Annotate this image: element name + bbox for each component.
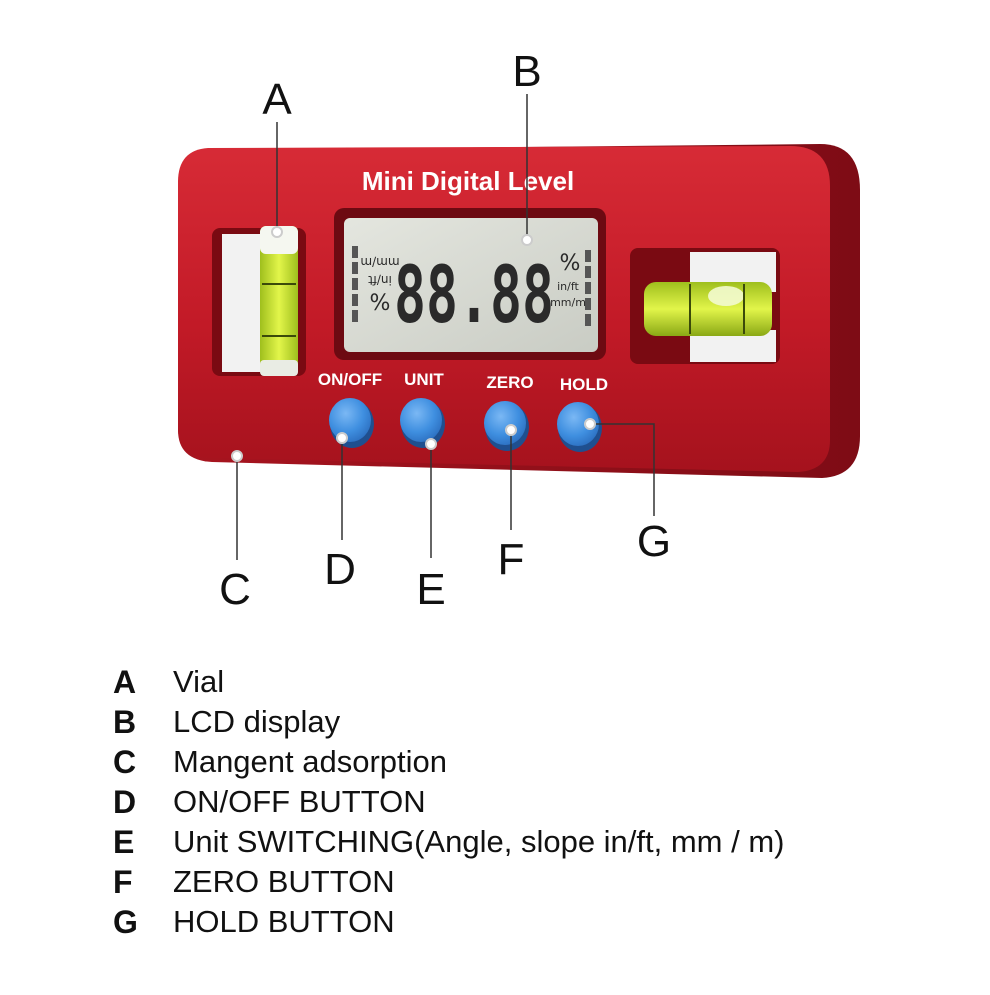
legend-key: G — [113, 903, 138, 940]
legend: A Vial B LCD display C Mangent adsorptio… — [113, 662, 933, 942]
legend-text: Unit SWITCHING(Angle, slope in/ft, mm / … — [173, 824, 785, 859]
lcd-unit-mmm: mm/m — [550, 296, 586, 309]
legend-key: F — [113, 863, 133, 900]
callout-dot-b — [521, 234, 533, 246]
vertical-vial-tube — [260, 226, 298, 376]
horizontal-vial-tube — [644, 282, 772, 336]
callout-lines — [236, 94, 655, 560]
legend-key: A — [113, 663, 137, 700]
lcd-screen — [344, 218, 598, 352]
callout-dot-g — [584, 418, 596, 430]
callout-letter-f: F — [498, 535, 525, 584]
button-label-hold: HOLD — [560, 375, 608, 394]
lcd-digits: 88.88 — [394, 251, 554, 341]
product-title: Mini Digital Level — [362, 166, 574, 196]
vertical-vial — [212, 226, 306, 376]
legend-key: D — [113, 783, 137, 820]
legend-key: E — [113, 823, 135, 860]
lcd-display: mm/m in/ft % 88.88 % in/ft mm/m — [334, 208, 606, 360]
callout-dots — [231, 226, 596, 462]
vertical-vial-cap-bottom — [260, 360, 298, 376]
legend-text: Vial — [173, 664, 225, 699]
unit-button[interactable] — [400, 398, 445, 448]
legend-item: B LCD display — [113, 702, 933, 742]
vertical-vial-cap-top — [260, 226, 298, 254]
callout-letter-g: G — [637, 517, 671, 566]
horizontal-vial-bubble — [708, 286, 744, 306]
legend-key: C — [113, 743, 137, 780]
callout-letter-d: D — [324, 545, 356, 594]
lcd-left-unit-bottom: % — [370, 291, 391, 316]
callout-dot-f — [505, 424, 517, 436]
legend-item: D ON/OFF BUTTON — [113, 782, 933, 822]
vertical-vial-window — [222, 234, 262, 372]
hold-button[interactable] — [557, 402, 602, 452]
button-label-onoff: ON/OFF — [318, 370, 382, 389]
legend-text: ON/OFF BUTTON — [173, 784, 426, 819]
legend-text: ZERO BUTTON — [173, 864, 395, 899]
legend-item: F ZERO BUTTON — [113, 862, 933, 902]
lcd-left-unit-top: mm/m — [360, 255, 399, 269]
legend-item: A Vial — [113, 662, 933, 702]
legend-text: HOLD BUTTON — [173, 904, 395, 939]
button-label-zero: ZERO — [486, 373, 533, 392]
button-label-unit: UNIT — [404, 370, 444, 389]
callout-letter-c: C — [219, 565, 251, 614]
lcd-left-unit-mid: in/ft — [368, 273, 392, 287]
callout-dot-c — [231, 450, 243, 462]
lcd-unit-inft: in/ft — [557, 280, 579, 293]
lcd-left-bar — [352, 246, 358, 322]
lcd-unit-percent: % — [560, 251, 581, 276]
callout-dot-d — [336, 432, 348, 444]
callout-letter-a: A — [262, 75, 292, 124]
legend-text: Mangent adsorption — [173, 744, 448, 779]
callout-letter-b: B — [512, 47, 541, 96]
horizontal-vial — [630, 248, 780, 364]
callout-dot-e — [425, 438, 437, 450]
callout-letter-e: E — [416, 565, 445, 614]
legend-item: G HOLD BUTTON — [113, 902, 933, 942]
legend-text: LCD display — [173, 704, 341, 739]
lcd-right-bar — [585, 250, 591, 326]
legend-key: B — [113, 703, 137, 740]
legend-item: C Mangent adsorption — [113, 742, 933, 782]
callout-line-g — [590, 423, 655, 516]
legend-item: E Unit SWITCHING(Angle, slope in/ft, mm … — [113, 822, 933, 862]
callout-dot-a — [271, 226, 283, 238]
